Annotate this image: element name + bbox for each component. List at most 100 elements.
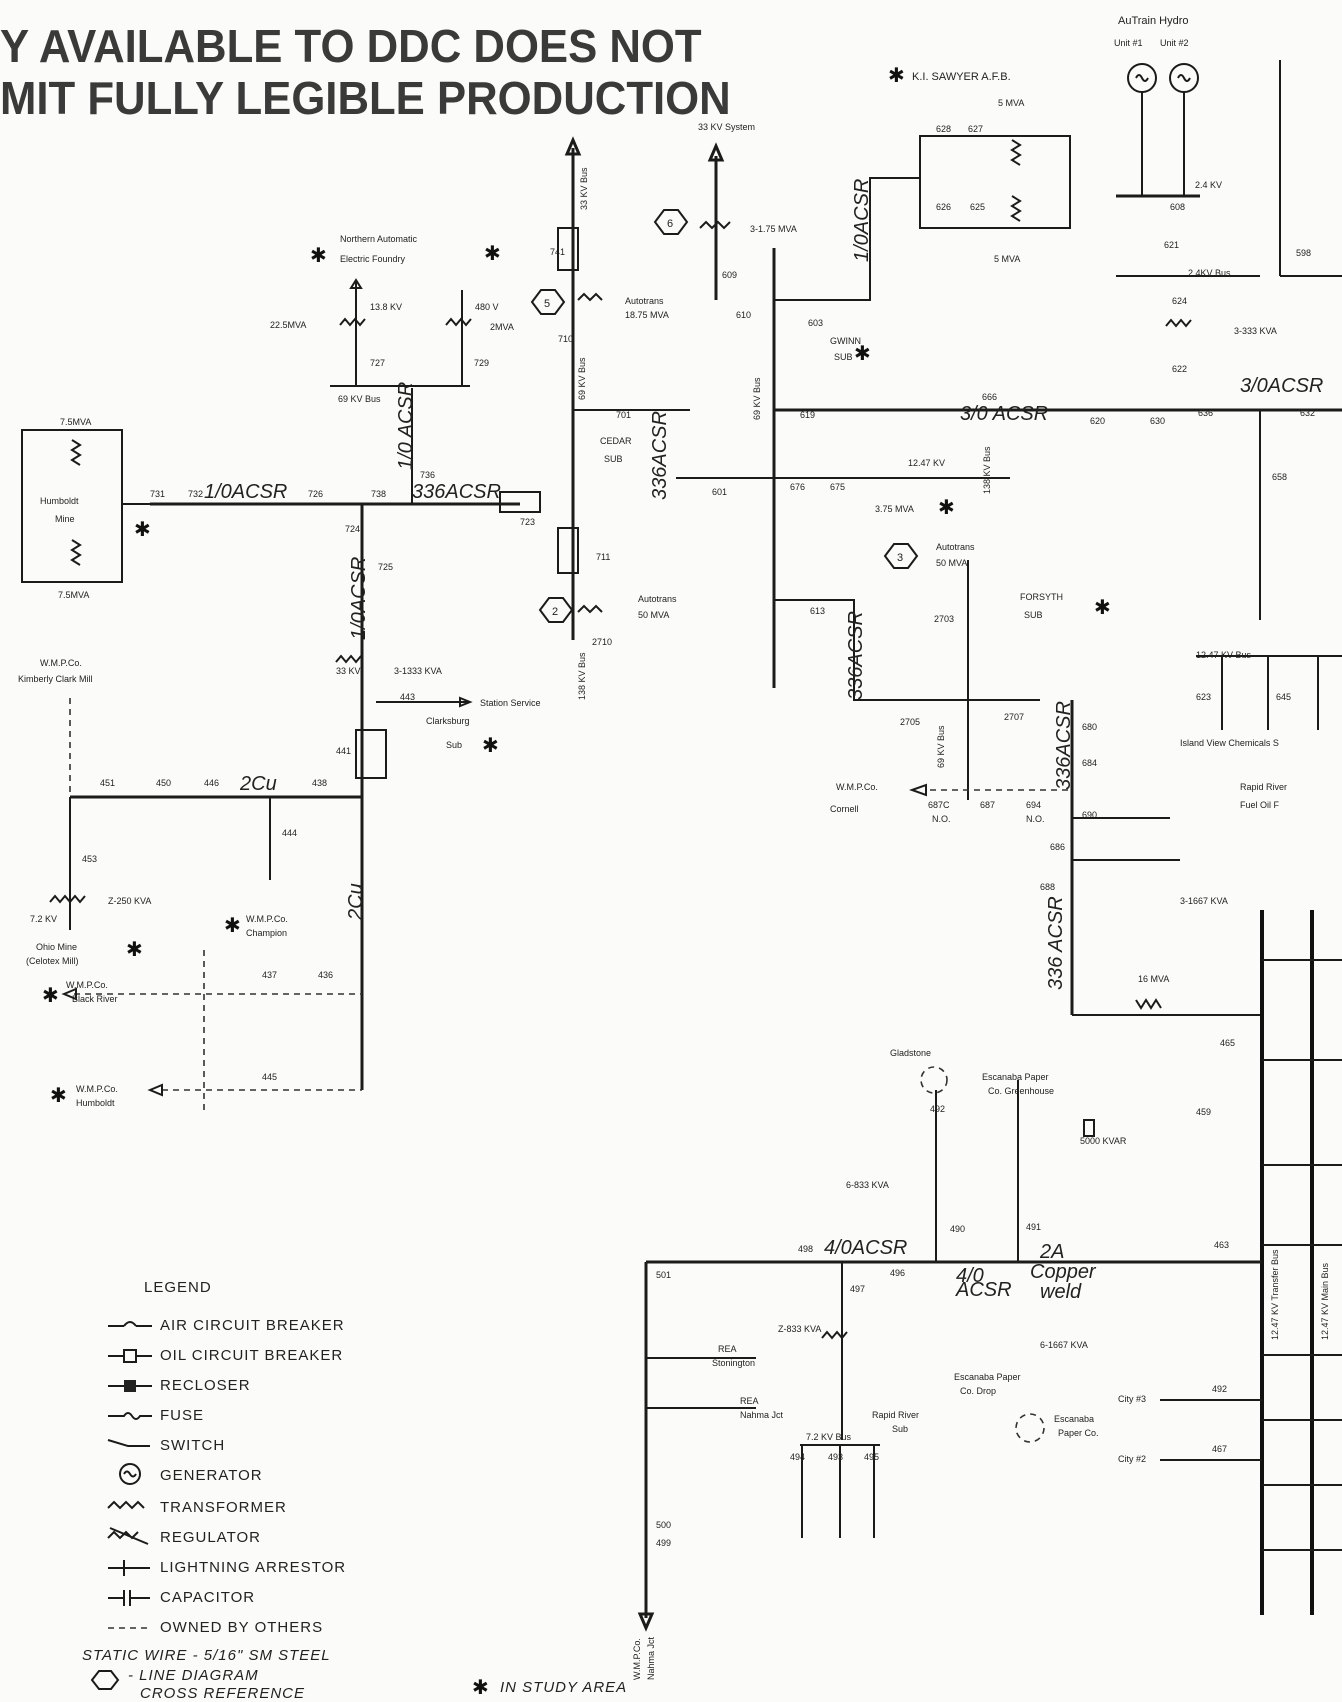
capacitor-icon (108, 1590, 150, 1606)
node-label: 492 (930, 1104, 945, 1114)
node-label: 694 (1026, 800, 1041, 810)
legend-title: LEGEND (144, 1279, 212, 1296)
node-label: 465 (1220, 1038, 1235, 1048)
cross-reference-6: 6 (653, 209, 689, 235)
legend-oil-circuit-breaker: OIL CIRCUIT BREAKER (108, 1347, 342, 1364)
rating-label: 3-1.75 MVA (750, 224, 797, 234)
bus-label: 69 KV Bus (752, 377, 762, 420)
wmpc-kimberly-label: W.M.P.Co. (40, 658, 82, 668)
cross-reference-label-2: CROSS REFERENCE (140, 1685, 305, 1702)
study-area-star-icon: ✱ (482, 735, 499, 757)
gwinn-sub-label-2: SUB (834, 352, 853, 362)
legend-switch: SWITCH (107, 1437, 225, 1454)
node-label: 459 (1196, 1107, 1211, 1117)
legend-item-label: AIR CIRCUIT BREAKER (160, 1317, 345, 1334)
system-33kv-label: 33 KV System (698, 122, 755, 132)
cross-reference-label: - LINE DIAGRAM (128, 1667, 259, 1684)
transformer-icon (107, 1500, 145, 1510)
study-area-star-icon: ✱ (472, 1677, 489, 1699)
rating-label: 12.47 KV Bus (1196, 650, 1252, 660)
station-service-label: Station Service (480, 698, 541, 708)
legend-item-label: SWITCH (160, 1437, 225, 1454)
legend-owned-by-others: OWNED BY OTHERS (108, 1619, 322, 1636)
node-label: 630 (1150, 416, 1165, 426)
node-label: 687C (928, 800, 950, 810)
forsyth-sub-label-2: SUB (1024, 610, 1043, 620)
legend-lightning-arrestor: LIGHTNING ARRESTOR (108, 1559, 346, 1576)
conductor-label: ACSR (955, 1279, 1012, 1301)
node-label: 496 (890, 1268, 905, 1278)
rating-label: Autotrans (625, 296, 664, 306)
legend-generator: GENERATOR (119, 1463, 262, 1485)
rating-label: 7.5MVA (60, 417, 91, 427)
normally-open-label: N.O. (932, 814, 951, 824)
bus-label: 69 KV Bus (577, 357, 587, 400)
generator-icon (920, 1066, 948, 1094)
cross-reference-5: 5 (530, 289, 566, 315)
node-label: 499 (656, 1538, 671, 1548)
node-label: 725 (378, 562, 393, 572)
node-label: 736 (420, 470, 435, 480)
node-label: 710 (558, 334, 573, 344)
node-label: 603 (808, 318, 823, 328)
escanaba-paper-co-label: Escanaba Paper (954, 1372, 1021, 1382)
node-label: 498 (798, 1244, 813, 1254)
unit-2-label: Unit #2 (1160, 38, 1189, 48)
node-label: 613 (810, 606, 825, 616)
rating-label: 5000 KVAR (1080, 1136, 1127, 1146)
node-label: 620 (1090, 416, 1105, 426)
rea-nahma-label-2: Nahma Jct (740, 1410, 784, 1420)
bus-label: 7.2 KV Bus (806, 1432, 852, 1442)
wmpc-nahma-label: W.M.P.Co. (632, 1638, 642, 1680)
node-label: 450 (156, 778, 171, 788)
conductor-label: 336ACSR (1053, 701, 1075, 790)
node-label: 437 (262, 970, 277, 980)
wmpc-black-river-label: W.M.P.Co. (66, 980, 108, 990)
node-label: 2705 (900, 717, 920, 727)
wmpc-nahma-label-2: Nahma Jct (646, 1636, 656, 1680)
island-view-label: Island View Chemicals S (1180, 738, 1279, 748)
wmpc-humboldt-label-2: Humboldt (76, 1098, 115, 1108)
node-label: 463 (1214, 1240, 1229, 1250)
legend-item-label: TRANSFORMER (160, 1499, 287, 1516)
study-area-star-icon: ✱ (224, 915, 241, 937)
rating-label: 5 MVA (994, 254, 1020, 264)
escanaba-paper-gen-label-2: Paper Co. (1058, 1428, 1099, 1438)
node-label: 444 (282, 828, 297, 838)
rating-label: Autotrans (936, 542, 975, 552)
gladstone-label: Gladstone (890, 1048, 931, 1058)
node-label: 493 (828, 1452, 843, 1462)
rapid-river-sub-label: Rapid River (872, 1410, 919, 1420)
conductor-label: 336ACSR (845, 611, 867, 700)
normally-open-label: N.O. (1026, 814, 1045, 824)
rating-label: 6-1667 KVA (1040, 1340, 1088, 1350)
legend: LEGEND AIR CIRCUIT BREAKER OIL CIRCUIT B… (82, 1279, 626, 1702)
rating-label: 3-1333 KVA (394, 666, 442, 676)
city-3-label: City #3 (1118, 1394, 1146, 1404)
node-label: 443 (400, 692, 415, 702)
legend-recloser: RECLOSER (108, 1377, 250, 1394)
rating-label: 7.5MVA (58, 590, 89, 600)
cross-reference-number: 6 (667, 218, 673, 230)
node-label: 626 (936, 202, 951, 212)
legend-item-label: LIGHTNING ARRESTOR (160, 1559, 346, 1576)
study-area-star-icon: ✱ (42, 985, 59, 1007)
northern-electric-label: Northern Automatic (340, 234, 418, 244)
conductor-label: 336ACSR (412, 481, 501, 503)
escanaba-paper-gen-label: Escanaba (1054, 1414, 1094, 1424)
northern-electric-label-2: Electric Foundry (340, 254, 406, 264)
wmpc-humboldt-label: W.M.P.Co. (76, 1084, 118, 1094)
rapid-river-fuel-label: Rapid River (1240, 782, 1287, 792)
cedar-sub-label-2: SUB (604, 454, 623, 464)
node-label: 445 (262, 1072, 277, 1082)
forsyth-sub-label: FORSYTH (1020, 592, 1063, 602)
rating-label: 3-1667 KVA (1180, 896, 1228, 906)
node-label: 724 (345, 524, 360, 534)
legend-fuse: FUSE (108, 1407, 203, 1424)
clarksburg-sub-label-2: Sub (446, 740, 462, 750)
rating-label: 7.2 KV (30, 914, 57, 924)
node-label: 658 (1272, 472, 1287, 482)
node-label: 446 (204, 778, 219, 788)
escanaba-paper-label: Escanaba Paper (982, 1072, 1049, 1082)
conductor-label: 3/0ACSR (1240, 375, 1323, 397)
